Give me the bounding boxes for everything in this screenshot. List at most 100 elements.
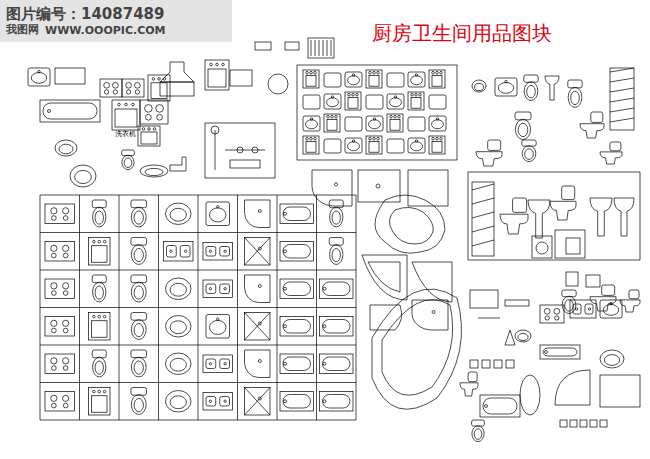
sink-symbol	[429, 116, 446, 131]
washing-machine-symbol	[532, 236, 552, 258]
range-hood-symbol	[160, 62, 194, 96]
shower-tray-symbol	[312, 170, 352, 206]
fixtures	[28, 38, 640, 442]
cabinet-symbol	[230, 70, 252, 86]
shower-tray-symbol	[412, 300, 448, 330]
stove-symbol	[122, 79, 144, 97]
toilet-symbol	[568, 80, 582, 107]
sink-symbol	[303, 116, 320, 131]
bathtub-symbol	[480, 395, 520, 417]
appliance-symbol	[408, 92, 424, 110]
toilet-symbol	[131, 238, 147, 265]
sink-symbol	[206, 315, 230, 339]
sink-symbol	[408, 72, 425, 87]
sink-symbol	[387, 94, 404, 109]
cabinet-symbol	[586, 275, 600, 287]
appliance-symbol	[345, 92, 361, 110]
shower-tray-symbol	[358, 170, 400, 202]
appliance-symbol	[303, 70, 319, 88]
elevation-group-frame	[468, 172, 640, 260]
bathtub-symbol	[320, 392, 354, 412]
sink-symbol	[345, 138, 362, 153]
toilet-symbol	[122, 150, 135, 170]
toilet-symbol	[92, 350, 106, 377]
corner-shower-symbol	[555, 370, 640, 407]
stove-symbol	[100, 79, 122, 97]
tile-symbol	[570, 420, 577, 427]
shelf-symbol	[505, 300, 529, 306]
cabinet-symbol	[255, 42, 271, 50]
watermark-site: 我图网	[6, 24, 39, 36]
toilet-elevation-symbol	[476, 140, 502, 166]
double-sink-symbol	[203, 280, 233, 298]
toilet-symbol	[329, 238, 343, 265]
toilet-elevation-symbol	[460, 372, 478, 396]
shower-tray-symbol	[245, 350, 271, 378]
tile-symbol	[600, 420, 607, 427]
tile-symbol	[560, 420, 567, 427]
pedestal-basin-symbol	[590, 198, 612, 236]
toilet-elevation-symbol	[620, 290, 640, 312]
bathtub-symbol	[320, 354, 354, 374]
bathtub-symbol	[320, 317, 354, 337]
stove-symbol	[45, 317, 75, 337]
basin-symbol	[166, 316, 192, 338]
basin-symbol	[166, 353, 192, 375]
appliance-symbol	[148, 75, 170, 101]
appliance-symbol	[345, 117, 362, 131]
appliance-symbol	[205, 60, 229, 90]
double-sink-symbol	[203, 393, 233, 411]
basin-symbol	[166, 391, 192, 413]
stove-symbol	[45, 279, 75, 299]
shower-tray-symbol	[245, 238, 271, 266]
appliance-symbol	[324, 114, 340, 132]
cabinet-symbol	[566, 272, 578, 286]
stove-symbol	[540, 305, 564, 323]
sink-symbol	[600, 300, 622, 318]
toilet-symbol	[131, 313, 147, 340]
drain-symbol	[376, 184, 380, 188]
appliance-symbol	[429, 95, 446, 109]
bathtub-symbol	[280, 279, 314, 299]
appliance-symbol	[89, 313, 111, 341]
tile-symbol	[590, 420, 597, 427]
cabinet-symbol	[566, 238, 580, 254]
appliance-symbol	[429, 70, 445, 88]
bathtub-symbol	[280, 392, 314, 412]
appliance-symbol	[366, 95, 383, 109]
basin-symbol	[166, 203, 192, 225]
shower-tray-symbol	[245, 200, 271, 228]
appliance-symbol	[89, 388, 111, 416]
toilet-symbol	[92, 275, 106, 302]
basin-symbol	[600, 350, 624, 368]
toilet-symbol	[515, 112, 531, 139]
toilet-elevation-symbol	[550, 186, 576, 220]
cabinet-symbol	[285, 42, 299, 50]
bathtub-symbol	[280, 242, 314, 262]
toilet-symbol	[472, 420, 485, 442]
sink-symbol	[408, 138, 425, 153]
clothes-rail-symbol	[470, 360, 514, 368]
shower-tray-symbol	[245, 388, 271, 416]
toilet-symbol	[562, 290, 576, 314]
bathtub-symbol	[540, 345, 580, 359]
appliance-symbol	[387, 73, 404, 87]
toilet-symbol	[131, 350, 147, 377]
basin-symbol	[140, 165, 168, 177]
pedestal-basin-symbol	[528, 200, 550, 238]
appliance-symbol	[303, 136, 319, 154]
appliance-symbol	[408, 117, 425, 131]
watermark-url: WWW.OOOPIC.COM	[45, 25, 166, 37]
toilet-elevation-symbol	[500, 198, 528, 234]
toilet-symbol	[329, 200, 343, 227]
shower-tray-symbol	[245, 313, 271, 341]
fan-symbol	[268, 74, 288, 94]
watermark-id: 图片编号：14087489	[6, 6, 165, 23]
bathtub-symbol	[280, 354, 314, 374]
sink-symbol	[345, 72, 362, 87]
shower-tray-symbol	[408, 170, 448, 206]
sink-symbol	[324, 94, 341, 109]
appliance-symbol	[387, 139, 404, 153]
stove-symbol	[45, 354, 75, 374]
